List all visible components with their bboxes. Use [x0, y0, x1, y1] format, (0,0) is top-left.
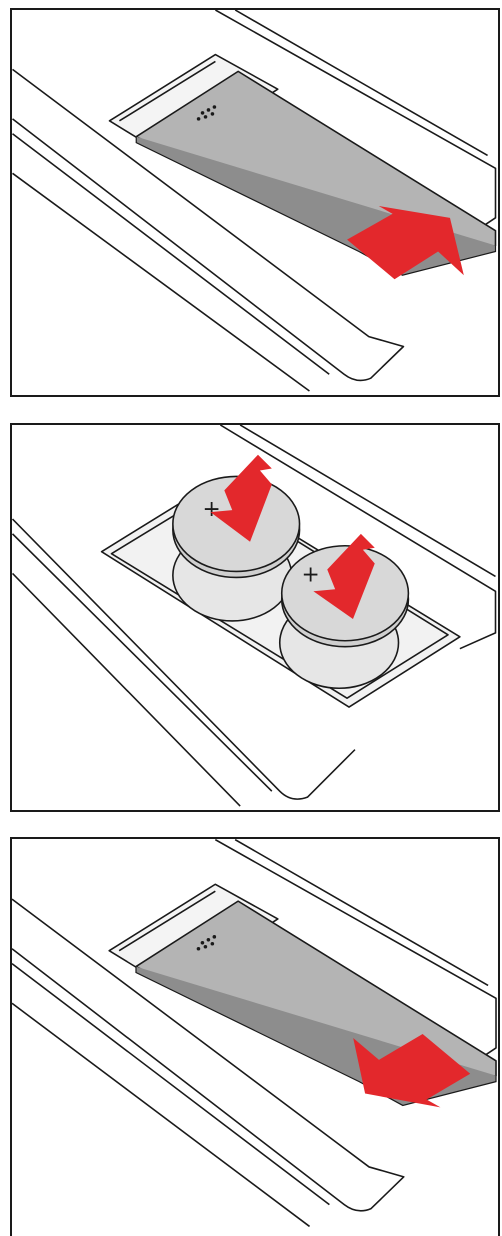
- battery-1-polarity-label: +: [203, 497, 221, 522]
- step-1-remove-cover-panel: [10, 8, 500, 397]
- battery-2-polarity-label: +: [302, 562, 320, 587]
- step-3-illustration: [12, 839, 498, 1236]
- step-2-illustration: + +: [12, 425, 498, 810]
- step-3-replace-cover-panel: [10, 837, 500, 1236]
- step-2-insert-batteries-panel: + +: [10, 423, 500, 812]
- step-1-illustration: [12, 10, 498, 395]
